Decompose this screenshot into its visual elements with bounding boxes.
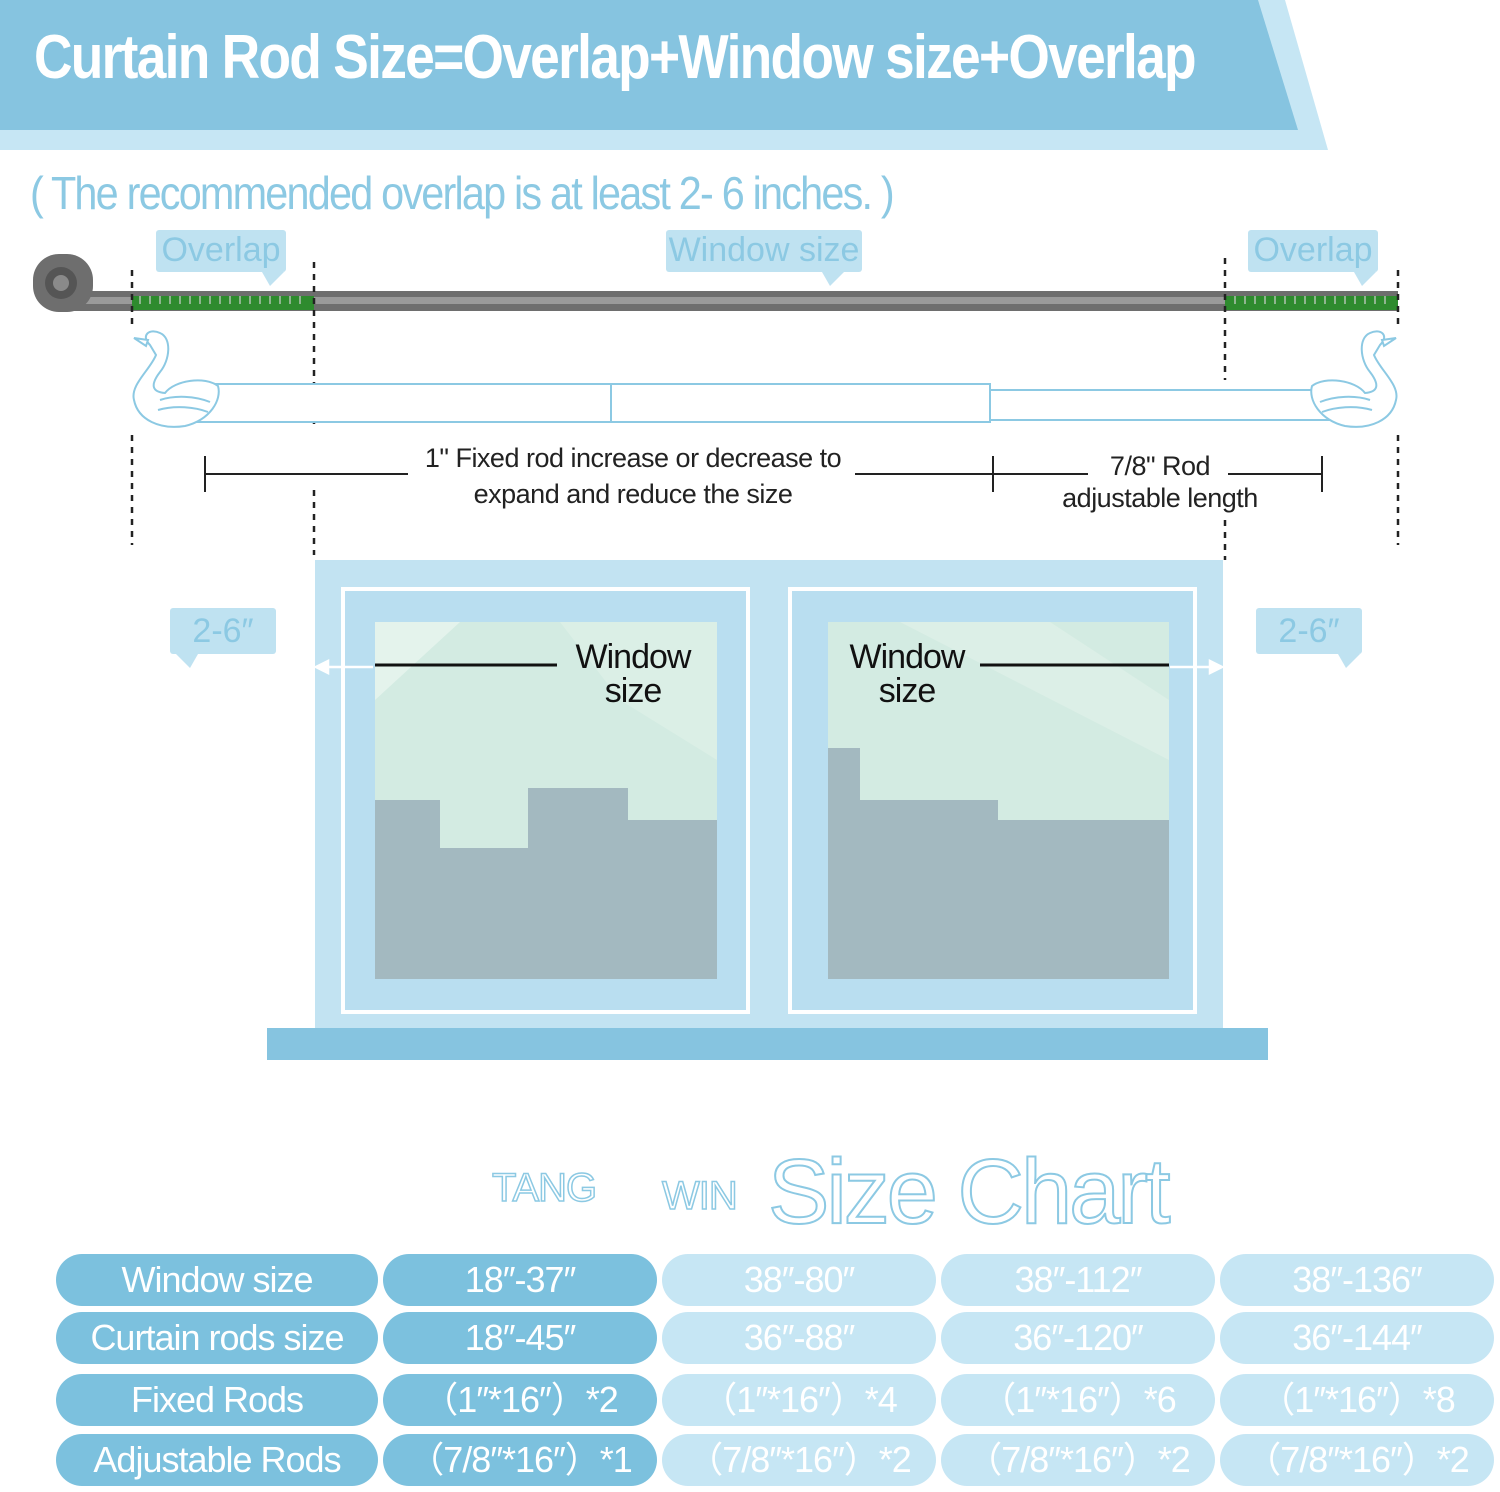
table-cell: 38″-112″ (941, 1254, 1215, 1306)
table-cell: 38″-80″ (662, 1254, 936, 1306)
gap-right-tail (1338, 654, 1360, 668)
table-cell: 36″-144″ (1220, 1312, 1494, 1364)
table-cell: （7/8″*16″）*2 (941, 1434, 1215, 1486)
overlap-right-tail (1354, 272, 1376, 286)
gap-right-label: 2-6″ (1256, 608, 1362, 654)
fixed-rod-note-line1: 1" Fixed rod increase or decrease to (424, 443, 842, 473)
window-right-line1: Window (849, 638, 966, 676)
window-size-right-label: Window size (832, 640, 982, 708)
table-cell: 18″-37″ (383, 1254, 657, 1306)
tape-measure (33, 254, 1398, 312)
window-size-left-label: Window size (558, 640, 708, 708)
adjustable-rod-note-line1: 7/8" Rod (1109, 451, 1211, 481)
window-left-line2: size (604, 672, 662, 710)
table-cell: （1″*16″）*6 (941, 1374, 1215, 1426)
table-cell: （1″*16″）*4 (662, 1374, 936, 1426)
page-title: Curtain Rod Size=Overlap+Window size+Ove… (34, 23, 1197, 92)
window-size-tail (822, 272, 844, 286)
table-cell: （7/8″*16″）*2 (1220, 1434, 1494, 1486)
swan-finial-left (132, 330, 220, 428)
window-left-line1: Window (575, 638, 692, 676)
overlap-left-label: Overlap (156, 230, 286, 272)
adjustable-rod-note: 7/8" Rod adjustable length (1045, 450, 1275, 514)
row-header-adjustable-rods: Adjustable Rods (56, 1434, 378, 1486)
row-header-window-size: Window size (56, 1254, 378, 1306)
size-chart-title: Size Chart (767, 1140, 1171, 1244)
row-header-fixed-rods: Fixed Rods (56, 1374, 378, 1426)
table-cell: 18″-45″ (383, 1312, 657, 1364)
row-header-curtain-rods-size: Curtain rods size (56, 1312, 378, 1364)
window-illustration (267, 560, 1268, 1060)
window-right-line2: size (878, 672, 936, 710)
overlap-left-tail (262, 272, 284, 286)
table-cell: （1″*16″）*8 (1220, 1374, 1494, 1426)
table-cell: （7/8″*16″）*1 (383, 1434, 657, 1486)
gap-left-tail (176, 654, 198, 668)
brand-logo-text-left: TANG (491, 1165, 598, 1211)
header-banner (0, 0, 1328, 150)
fixed-rod-note: 1" Fixed rod increase or decrease to exp… (408, 440, 858, 512)
window-size-label: Window size (666, 230, 862, 272)
overlap-right-label: Overlap (1248, 230, 1378, 272)
gap-left-label: 2-6″ (170, 608, 276, 654)
page-subtitle: ( The recommended overlap is at least 2-… (30, 167, 895, 219)
fixed-rod-note-line2: expand and reduce the size (473, 479, 793, 509)
table-cell: （7/8″*16″）*2 (662, 1434, 936, 1486)
table-cell: 38″-136″ (1220, 1254, 1494, 1306)
table-cell: 36″-120″ (941, 1312, 1215, 1364)
table-cell: （1″*16″）*2 (383, 1374, 657, 1426)
table-cell: 36″-88″ (662, 1312, 936, 1364)
swan-finial-right (1310, 330, 1398, 428)
adjustable-rod-note-line2: adjustable length (1062, 483, 1258, 513)
curtain-rod-diagram (33, 254, 1400, 1060)
curtain-rod (189, 383, 1331, 423)
brand-logo-text-right: WIN (661, 1173, 738, 1219)
